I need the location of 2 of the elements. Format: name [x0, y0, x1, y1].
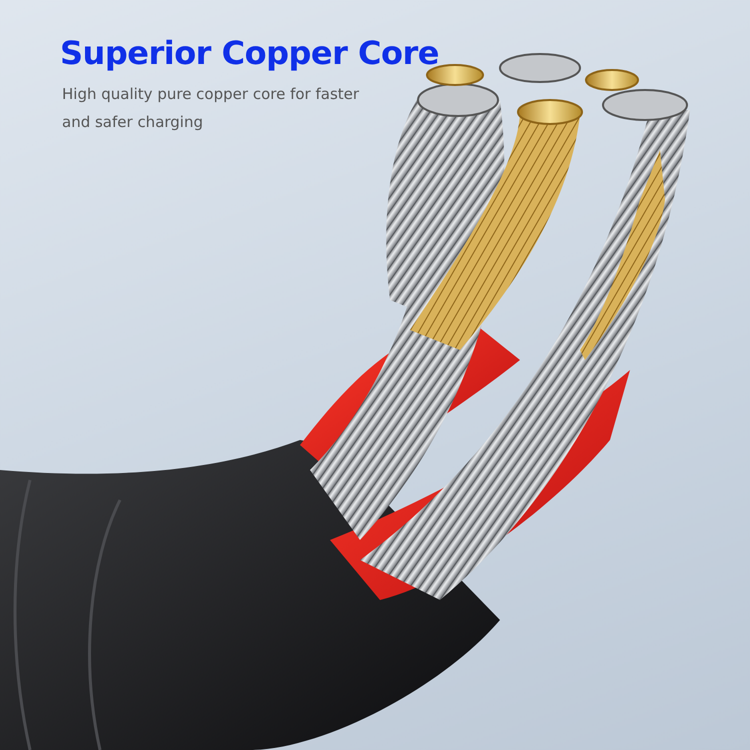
description-text: High quality pure copper core for faster and safer charging — [62, 84, 360, 133]
heading: Superior Copper Core — [60, 34, 439, 72]
